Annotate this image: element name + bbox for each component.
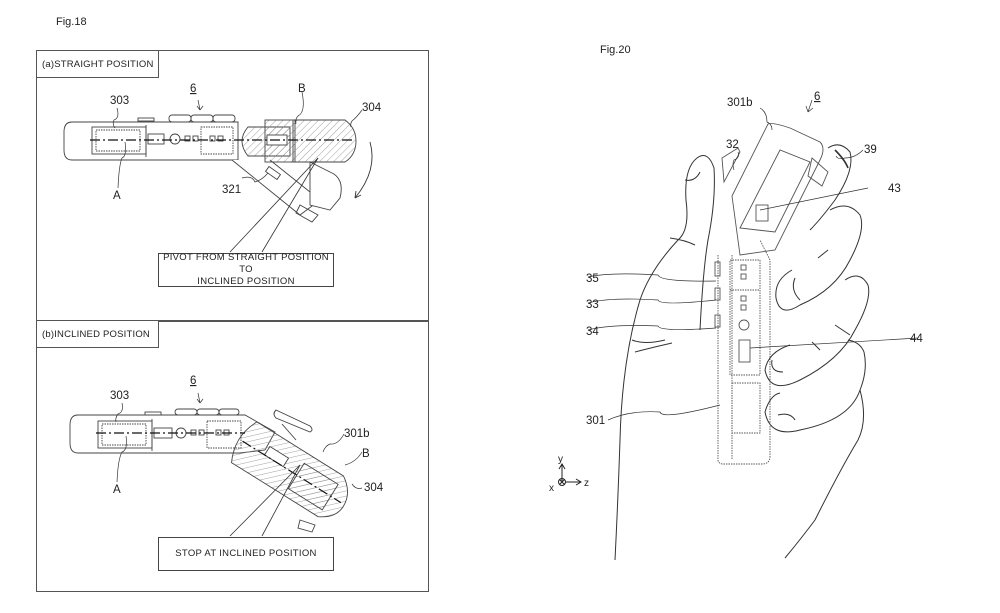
- panel-b-leader: [229, 464, 301, 537]
- ref-301b-b: 301b: [344, 428, 370, 440]
- ref-43-f20: 43: [888, 183, 901, 195]
- panel-b-refs: 303 6 301b B 304 A: [110, 375, 384, 496]
- ref-303-a: 303: [110, 95, 129, 107]
- device-inclined: [69, 408, 348, 533]
- ref-44-f20: 44: [910, 333, 923, 345]
- panel-a-callout-line1: PIVOT FROM STRAIGHT POSITION TO: [163, 252, 329, 275]
- axis-y-label: y: [558, 454, 563, 465]
- ref-304-b: 304: [364, 482, 384, 494]
- fig18-panel-a: (a)STRAIGHT POSITION PIVOT FROM STRAIGHT…: [36, 50, 429, 322]
- fig20-label: Fig.20: [600, 44, 631, 56]
- panel-a-callout: PIVOT FROM STRAIGHT POSITION TO INCLINED…: [158, 252, 334, 287]
- ref-35-f20: 35: [586, 273, 599, 285]
- ref-6-f20: 6: [814, 91, 820, 103]
- panel-b-callout: STOP AT INCLINED POSITION: [158, 537, 334, 571]
- ref-A-b: A: [113, 484, 121, 496]
- axis-x-label: x: [549, 483, 554, 494]
- ref-301-f20: 301: [586, 415, 605, 427]
- panel-a-refs: 303 6 B 304 321 A: [110, 83, 382, 202]
- panel-a-tag: (a)STRAIGHT POSITION: [36, 50, 159, 78]
- ref-B-b: B: [362, 448, 370, 460]
- ref-303-b: 303: [110, 390, 129, 402]
- panel-a-callout-line2: INCLINED POSITION: [197, 276, 295, 287]
- device-straight: [63, 114, 373, 223]
- ref-6-a: 6: [190, 83, 196, 95]
- ref-34-f20: 34: [586, 326, 599, 338]
- controller-drawing: [717, 123, 824, 465]
- fig20-refs: 301b 6 32 39 43 35 33 34 44 301: [586, 91, 923, 427]
- axis-indicator: [558, 463, 582, 486]
- ref-301b-f20: 301b: [727, 97, 753, 109]
- ref-32-f20: 32: [726, 139, 739, 151]
- ref-304-a: 304: [362, 102, 382, 114]
- fig18-label: Fig.18: [56, 16, 87, 28]
- ref-A-a: A: [113, 190, 121, 202]
- hand-drawing: [614, 144, 870, 561]
- ref-33-f20: 33: [586, 299, 599, 311]
- ref-6-b: 6: [190, 375, 196, 387]
- panel-b-tag: (b)INCLINED POSITION: [36, 320, 159, 348]
- ref-39-f20: 39: [864, 144, 877, 156]
- fig18-panel-b: (b)INCLINED POSITION STOP AT INCLINED PO…: [36, 320, 429, 592]
- axis-z-label: z: [584, 478, 589, 489]
- panel-a-leader: [229, 157, 319, 253]
- ref-321-a: 321: [222, 184, 241, 196]
- controller-buttons: [714, 147, 829, 363]
- ref-B-a: B: [298, 83, 306, 95]
